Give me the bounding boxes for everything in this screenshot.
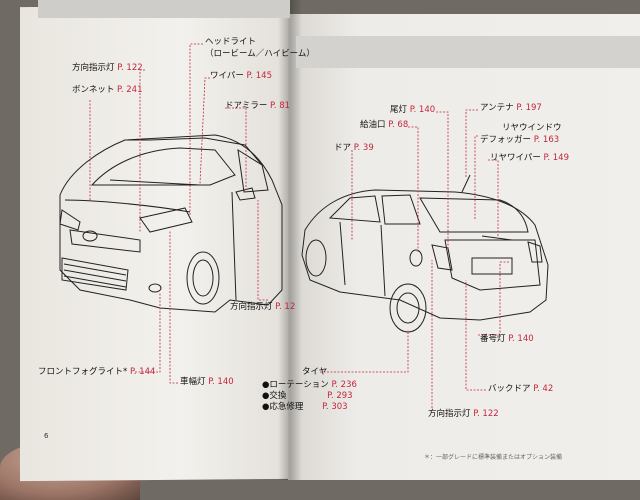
tire-rotation-text: ●ローテーション bbox=[262, 380, 329, 390]
tail-light-text: 尾灯 bbox=[390, 105, 408, 115]
fog-light-text: フロントフォグライト* bbox=[38, 367, 128, 377]
door-text: ドア bbox=[334, 143, 352, 153]
tire-change-label: ●交換 P. 293 bbox=[262, 392, 353, 401]
footnote: ＊：一部グレードに標準装備またはオプション装備 bbox=[424, 454, 563, 461]
antenna-label: アンテナ P. 197 bbox=[480, 104, 542, 113]
leader-lines bbox=[89, 43, 510, 408]
fuel-door-ref: P. 68 bbox=[388, 120, 409, 130]
tire-rotation-label: ●ローテーション P. 236 bbox=[262, 381, 357, 390]
headlight-sublabel: （ロービーム／ハイビーム） bbox=[205, 49, 315, 59]
right-page bbox=[288, 14, 640, 480]
width-light-text: 車幅灯 bbox=[180, 377, 206, 387]
door-mirror-text: ドアミラー bbox=[225, 101, 268, 111]
hood-label: ボンネット P. 241 bbox=[72, 86, 142, 95]
left-header-bar bbox=[38, 0, 290, 18]
tail-light-ref: P. 140 bbox=[409, 105, 436, 115]
tire-emergency-label: ●応急修理 P. 303 bbox=[262, 403, 348, 412]
plate-light-label: 番号灯 P. 140 bbox=[480, 335, 534, 344]
door-mirror-label: ドアミラー P. 81 bbox=[225, 102, 290, 111]
door-ref: P. 39 bbox=[353, 143, 374, 153]
rear-car-illustration bbox=[301, 174, 549, 333]
width-light-label: 車幅灯 P. 140 bbox=[180, 378, 234, 387]
defogger-sublabel: デフォッガー P. 163 bbox=[480, 136, 559, 145]
fuel-door-text: 給油口 bbox=[360, 120, 386, 130]
hood-text: ボンネット bbox=[72, 85, 115, 95]
rear-wiper-label: リヤワイパー P. 149 bbox=[490, 154, 569, 163]
defogger-ref: P. 163 bbox=[533, 135, 560, 145]
plate-light-ref: P. 140 bbox=[508, 334, 534, 344]
right-header-bar bbox=[296, 36, 640, 68]
fuel-door-label: 給油口 P. 68 bbox=[360, 121, 408, 130]
tail-light-label: 尾灯 P. 140 bbox=[390, 106, 435, 115]
back-door-label: バックドア P. 42 bbox=[488, 385, 553, 394]
width-light-ref: P. 140 bbox=[208, 377, 234, 387]
tire-emergency-text: ●応急修理 bbox=[262, 402, 304, 412]
side-turn-signal-text: 方向指示灯 bbox=[230, 302, 273, 312]
tire-change-text: ●交換 bbox=[262, 391, 287, 401]
tire-emergency-ref: P. 303 bbox=[322, 402, 348, 412]
tire-rotation-ref: P. 236 bbox=[331, 380, 357, 390]
wiper-label: ワイパー P. 145 bbox=[210, 72, 272, 81]
side-turn-signal-ref: P. 12 bbox=[275, 302, 296, 312]
page-number: 6 bbox=[44, 432, 49, 440]
tire-change-ref: P. 293 bbox=[327, 391, 353, 401]
back-door-text: バックドア bbox=[488, 384, 531, 394]
door-mirror-ref: P. 81 bbox=[270, 101, 291, 111]
side-turn-signal-label: 方向指示灯 P. 12 bbox=[230, 303, 295, 312]
antenna-text: アンテナ bbox=[480, 103, 514, 113]
back-door-ref: P. 42 bbox=[533, 384, 554, 394]
fog-light-label: フロントフォグライト* P. 144 bbox=[38, 368, 155, 377]
front-turn-signal-label: 方向指示灯 P. 122 bbox=[72, 64, 143, 73]
fog-light-ref: P. 144 bbox=[129, 367, 156, 377]
plate-light-text: 番号灯 bbox=[480, 334, 506, 344]
front-turn-signal-text: 方向指示灯 bbox=[72, 63, 115, 73]
defogger-subtext: デフォッガー bbox=[480, 135, 532, 145]
rear-turn-signal-label: 方向指示灯 P. 122 bbox=[428, 410, 499, 419]
defogger-label: リヤウインドウ bbox=[502, 123, 562, 133]
tire-label: タイヤ bbox=[302, 367, 328, 377]
antenna-ref: P. 197 bbox=[516, 103, 542, 113]
rear-turn-signal-text: 方向指示灯 bbox=[428, 409, 471, 419]
door-label: ドア P. 39 bbox=[334, 144, 374, 153]
rear-wiper-ref: P. 149 bbox=[543, 153, 569, 163]
headlight-label: ヘッドライト bbox=[205, 37, 257, 47]
rear-wiper-text: リヤワイパー bbox=[490, 153, 541, 163]
hood-ref: P. 241 bbox=[117, 85, 143, 95]
wiper-ref: P. 145 bbox=[246, 71, 272, 81]
rear-turn-signal-ref: P. 122 bbox=[473, 409, 499, 419]
front-car-illustration bbox=[59, 134, 283, 313]
wiper-text: ワイパー bbox=[210, 71, 244, 81]
front-turn-signal-ref: P. 122 bbox=[117, 63, 143, 73]
